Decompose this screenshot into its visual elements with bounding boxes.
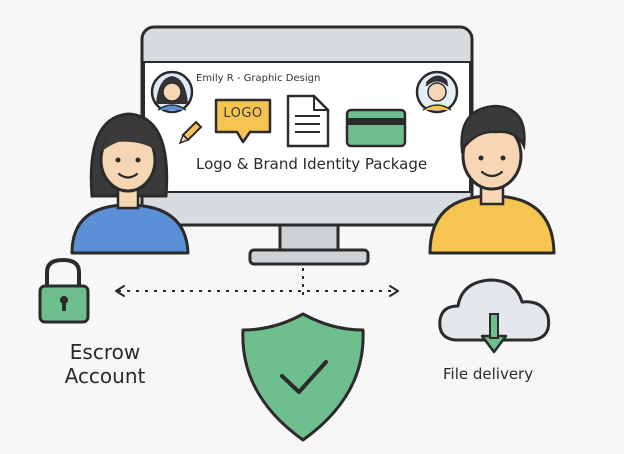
designer-avatar-small	[150, 70, 194, 114]
client-person	[428, 104, 556, 255]
pencil-icon	[178, 120, 203, 145]
padlock-icon	[38, 257, 90, 324]
client-avatar-small	[415, 70, 459, 114]
logo-placeholder-text: LOGO	[223, 106, 263, 121]
credit-card-icon	[345, 108, 407, 148]
logo-bubble	[214, 98, 272, 144]
package-title: Logo & Brand Identity Package	[196, 155, 428, 173]
designer-person	[70, 112, 190, 255]
cloud-download-icon	[438, 278, 551, 354]
transaction-connector	[115, 268, 399, 300]
document-icon	[286, 94, 330, 148]
escrow-account-label: Escrow Account	[64, 340, 146, 388]
screen-header-label: Emily R - Graphic Design	[196, 73, 321, 84]
monitor-stand	[248, 218, 370, 266]
file-delivery-label: File delivery	[443, 365, 534, 383]
shield-check-icon	[241, 312, 365, 442]
